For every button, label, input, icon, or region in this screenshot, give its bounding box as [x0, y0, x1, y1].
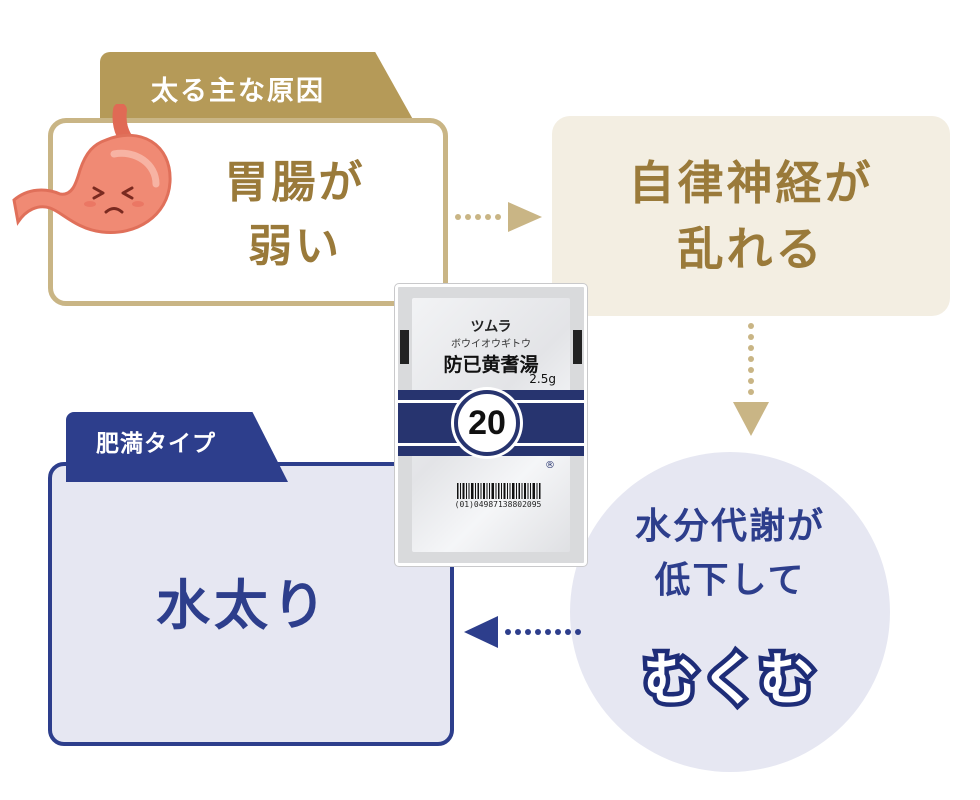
effect-text-metabolism: 水分代謝が 低下して — [634, 506, 825, 601]
barcode-number: (01)04987138802095 — [454, 500, 542, 509]
arrow-left-icon — [464, 616, 581, 648]
cause-text: 胃腸が 弱い — [224, 157, 366, 272]
emphasis-swelling: むくむ — [570, 640, 890, 717]
packet-kana: ボウイオウギトウ — [451, 339, 531, 350]
barcode-icon — [457, 483, 541, 499]
effect-text-autonomic: 自律神経が 乱れる — [628, 156, 874, 276]
packet-brand: ツムラ — [470, 319, 512, 335]
packet-dose: 2.5g — [529, 372, 556, 386]
effect-circle-metabolism — [570, 452, 890, 772]
arrow-right-icon — [455, 202, 542, 232]
emphasis-swelling-text: むくむ — [639, 643, 820, 717]
packet-notch-left — [400, 330, 409, 364]
packet-medicine-name: 防已黄耆湯 — [443, 354, 539, 376]
registered-mark: ® — [545, 460, 555, 471]
packet-number: 20 — [454, 390, 520, 456]
cause-tab-label: 太る主な原因 — [151, 75, 325, 107]
result-tab-label: 肥満タイプ — [96, 431, 216, 457]
stomach-icon — [12, 104, 172, 235]
arrow-down-icon — [733, 323, 769, 436]
result-card — [48, 462, 454, 746]
result-tab — [66, 412, 288, 482]
effect-card-autonomic — [552, 116, 950, 316]
packet-notch-right — [573, 330, 582, 364]
result-text: 水太り — [156, 573, 330, 637]
